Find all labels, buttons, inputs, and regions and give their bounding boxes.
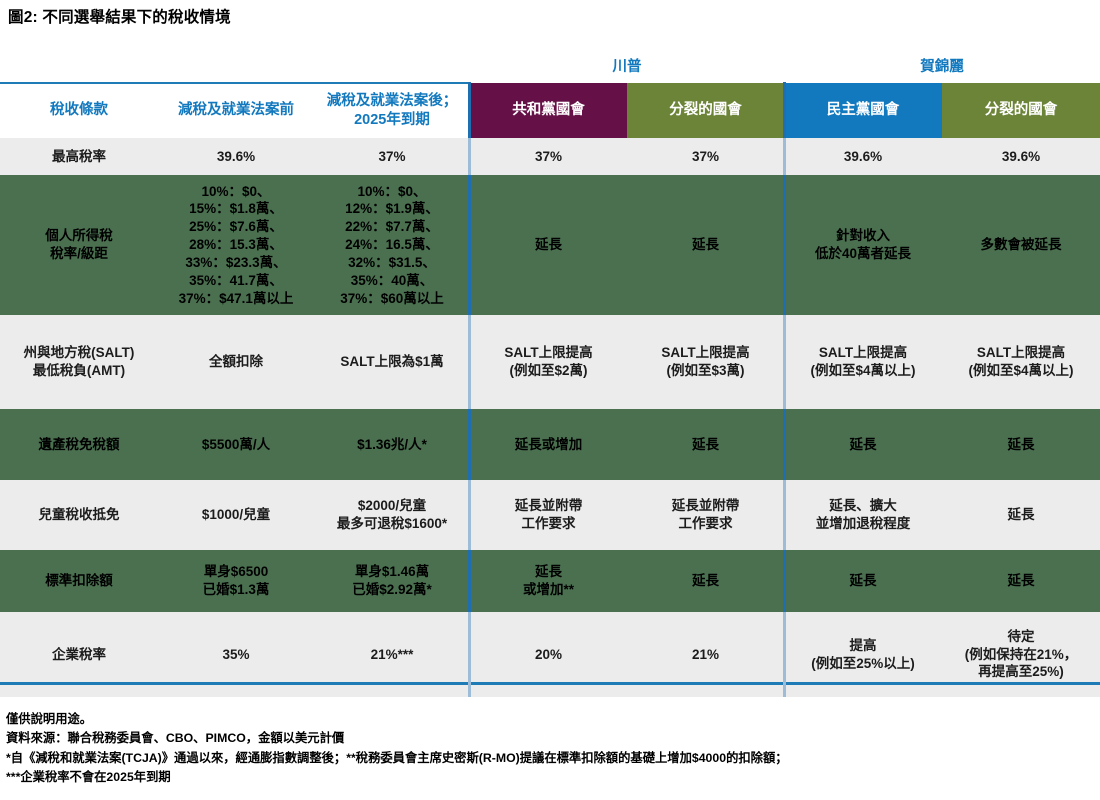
table-cell: 39.6% <box>784 138 942 175</box>
table-cell: 延長並附帶工作要求 <box>470 480 627 550</box>
row-label: 個人所得稅稅率/級距 <box>0 175 158 315</box>
table-cell: 延長並附帶工作要求 <box>627 480 784 550</box>
candidate-label-harris: 賀錦麗 <box>920 59 964 75</box>
footnote-1: 資料來源：聯合稅務委員會、CBO、PIMCO，金額以美元計價 <box>6 731 345 746</box>
column-header-post-tcja: 減稅及就業法案後；2025年到期 <box>314 82 470 138</box>
table-cell: 37% <box>627 138 784 175</box>
section-divider-segment <box>783 315 786 409</box>
tax-scenarios-table: 稅收條款 減稅及就業法案前 減稅及就業法案後；2025年到期 共和黨國會 分裂的… <box>0 82 1100 697</box>
column-header-harris-split-congress: 分裂的國會 <box>942 83 1100 138</box>
table-cell: 延長 <box>942 480 1100 550</box>
footnotes: 僅供說明用途。 資料來源：聯合稅務委員會、CBO、PIMCO，金額以美元計價 *… <box>6 710 1096 788</box>
column-header-trump-split-congress: 分裂的國會 <box>627 83 784 138</box>
table-cell: 全額扣除 <box>158 315 314 409</box>
section-divider-segment <box>468 480 471 550</box>
section-divider-segment <box>783 138 786 175</box>
table-row: 遺產稅免稅額$5500萬/人$1.36兆/人*延長或增加延長延長延長 <box>0 409 1100 480</box>
table-cell: 多數會被延長 <box>942 175 1100 315</box>
table-cell: 10%：$0、15%：$1.8萬、25%：$7.6萬、28%：15.3萬、33%… <box>158 175 314 315</box>
table-cell: 延長、擴大並增加退稅程度 <box>784 480 942 550</box>
table-cell: 延長 <box>784 550 942 612</box>
row-label: 最高稅率 <box>0 138 158 175</box>
table-cell: SALT上限提高(例如至$3萬) <box>627 315 784 409</box>
section-divider-segment <box>783 480 786 550</box>
page-title: 圖2: 不同選舉結果下的稅收情境 <box>8 9 231 26</box>
table-cell: 延長 <box>942 409 1100 480</box>
table-header-row: 稅收條款 減稅及就業法案前 減稅及就業法案後；2025年到期 共和黨國會 分裂的… <box>0 82 1100 138</box>
table-cell: SALT上限提高(例如至$4萬以上) <box>942 315 1100 409</box>
table-cell: 延長 <box>784 409 942 480</box>
column-header-pre-tcja: 減稅及就業法案前 <box>158 82 314 138</box>
candidate-label-trump: 川普 <box>612 59 642 75</box>
table-cell: 37% <box>470 138 627 175</box>
section-divider-segment <box>468 315 471 409</box>
row-label: 遺產稅免稅額 <box>0 409 158 480</box>
table-cell: 單身$1.46萬已婚$2.92萬* <box>314 550 470 612</box>
footnote-2: *自《減稅和就業法案(TCJA)》通過以來，經通膨指數調整後；**稅務委員會主席… <box>6 750 788 765</box>
row-label: 標準扣除額 <box>0 550 158 612</box>
table-cell: 延長 <box>627 409 784 480</box>
table-cell: 延長 <box>627 550 784 612</box>
section-divider-segment <box>783 612 786 697</box>
table-cell: 10%：$0、12%：$1.9萬、22%：$7.7萬、24%：16.5萬、32%… <box>314 175 470 315</box>
table-cell: $1000/兒童 <box>158 480 314 550</box>
table-cell: 延長或增加 <box>470 409 627 480</box>
table-cell: 延長或增加** <box>470 550 627 612</box>
section-divider-segment <box>468 138 471 175</box>
row-label: 兒童稅收抵免 <box>0 480 158 550</box>
table-cell: $5500萬/人 <box>158 409 314 480</box>
table-row: 兒童稅收抵免$1000/兒童$2000/兒童最多可退稅$1600*延長並附帶工作… <box>0 480 1100 550</box>
table-cell: 39.6% <box>942 138 1100 175</box>
candidate-band: 川普 賀錦麗 <box>470 55 1100 79</box>
table-cell: SALT上限為$1萬 <box>314 315 470 409</box>
table-cell: 39.6% <box>158 138 314 175</box>
table-cell: SALT上限提高(例如至$2萬) <box>470 315 627 409</box>
table-cell: 37% <box>314 138 470 175</box>
table-bottom-rule <box>0 682 1100 685</box>
table-cell: SALT上限提高(例如至$4萬以上) <box>784 315 942 409</box>
row-label: 州與地方稅(SALT)最低稅負(AMT) <box>0 315 158 409</box>
table-cell: $1.36兆/人* <box>314 409 470 480</box>
section-divider-segment <box>468 612 471 697</box>
footnote-3: ***企業稅率不會在2025年到期 <box>6 770 171 785</box>
table-cell: 針對收入低於40萬者延長 <box>784 175 942 315</box>
table-cell: 延長 <box>470 175 627 315</box>
footnote-0: 僅供說明用途。 <box>6 712 93 726</box>
column-header-trump-republican-congress: 共和黨國會 <box>470 83 627 138</box>
table-cell: 延長 <box>942 550 1100 612</box>
table-cell: $2000/兒童最多可退稅$1600* <box>314 480 470 550</box>
column-header-harris-democratic-congress: 民主黨國會 <box>784 83 942 138</box>
table-cell: 延長 <box>627 175 784 315</box>
column-header-provision: 稅收條款 <box>0 82 158 138</box>
